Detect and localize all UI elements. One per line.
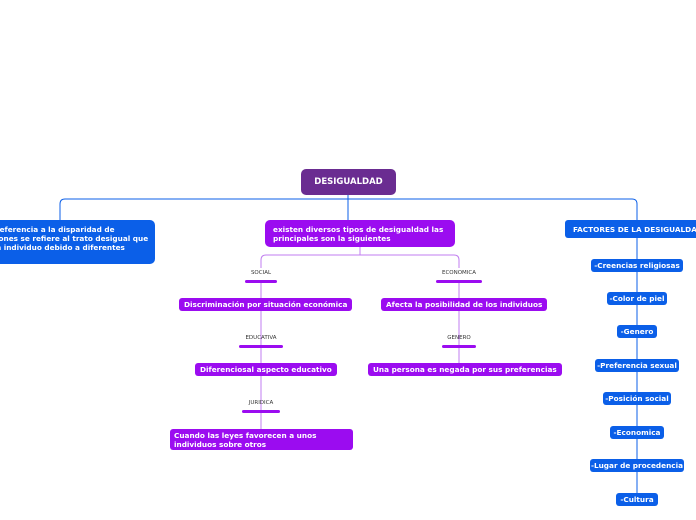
leaf-juridica-line: Cuando las leyes favorecen a unos xyxy=(174,431,317,440)
category-educativa-underline xyxy=(239,345,283,348)
definition-line: iones se refiere al trato desigual que xyxy=(0,234,149,243)
category-educativa[interactable]: EDUCATIVA xyxy=(221,335,301,348)
category-genero-underline xyxy=(442,345,476,348)
definition-line: s xyxy=(0,252,149,261)
factor-item[interactable]: -Posición social xyxy=(603,392,671,405)
leaf-genero-text: Una persona es negada por sus preferenci… xyxy=(373,365,557,374)
definition-card[interactable]: referencia a la disparidad de iones se r… xyxy=(0,220,155,264)
root-node[interactable]: DESIGUALDAD xyxy=(301,169,396,195)
category-juridica-underline xyxy=(242,410,280,413)
factor-item[interactable]: -Genero xyxy=(617,325,657,338)
types-line: principales son la siguientes xyxy=(273,234,391,243)
factor-item[interactable]: -Economica xyxy=(610,426,664,439)
leaf-social[interactable]: Discriminación por situación económica xyxy=(179,298,353,311)
factor-item-label: -Color de piel xyxy=(609,294,665,303)
factor-item-label: -Creencias religiosas xyxy=(594,261,680,270)
leaf-juridica[interactable]: Cuando las leyes favorecen a unos indivi… xyxy=(170,429,353,450)
factor-item[interactable]: -Lugar de procedencia xyxy=(590,459,684,472)
leaf-juridica-line: individuos sobre otros xyxy=(174,440,267,449)
factor-item-label: -Lugar de procedencia xyxy=(590,461,684,470)
definition-line: n individuo debido a diferentes xyxy=(0,243,125,252)
types-card[interactable]: existen diversos tipos de desigualdad la… xyxy=(265,220,455,247)
factor-item-label: -Posición social xyxy=(605,394,669,403)
leaf-genero[interactable]: Una persona es negada por sus preferenci… xyxy=(368,363,562,376)
category-social-underline xyxy=(245,280,277,283)
factor-item[interactable]: -Cultura xyxy=(616,493,658,506)
connector-middle-branch xyxy=(260,254,460,268)
leaf-economica[interactable]: Afecta la posibilidad de los individuos xyxy=(381,298,548,311)
factors-title: FACTORES DE LA DESIGUALDAD xyxy=(573,225,696,234)
category-economica-underline xyxy=(436,280,482,283)
leaf-educativa[interactable]: Diferenciosal aspecto educativo xyxy=(195,363,337,376)
factor-item-label: -Cultura xyxy=(620,495,654,504)
factor-item-label: -Economica xyxy=(613,428,661,437)
factor-item[interactable]: -Creencias religiosas xyxy=(591,259,683,272)
leaf-social-text: Discriminación por situación económica xyxy=(184,300,348,309)
factor-item-label: -Preferencia sexual xyxy=(597,361,677,370)
category-genero[interactable]: GENERO xyxy=(419,335,499,348)
category-juridica[interactable]: JURIDICA xyxy=(221,400,301,413)
category-social-label: SOCIAL xyxy=(250,270,272,276)
category-genero-label: GENERO xyxy=(447,335,471,341)
definition-line: referencia a la disparidad de xyxy=(0,225,115,234)
factor-item-label: -Genero xyxy=(620,327,654,336)
category-economica-label: ECONOMICA xyxy=(441,270,477,276)
category-juridica-label: JURIDICA xyxy=(248,400,274,406)
factor-item[interactable]: -Preferencia sexual xyxy=(595,359,679,372)
factors-title-card[interactable]: FACTORES DE LA DESIGUALDAD xyxy=(565,220,696,238)
category-social[interactable]: SOCIAL xyxy=(221,270,301,283)
factor-item[interactable]: -Color de piel xyxy=(607,292,667,305)
category-educativa-label: EDUCATIVA xyxy=(245,335,277,341)
category-economica[interactable]: ECONOMICA xyxy=(419,270,499,283)
types-line: existen diversos tipos de desigualdad la… xyxy=(273,225,444,234)
root-label: DESIGUALDAD xyxy=(314,176,383,187)
leaf-economica-text: Afecta la posibilidad de los individuos xyxy=(386,300,543,309)
leaf-educativa-text: Diferenciosal aspecto educativo xyxy=(200,365,332,374)
